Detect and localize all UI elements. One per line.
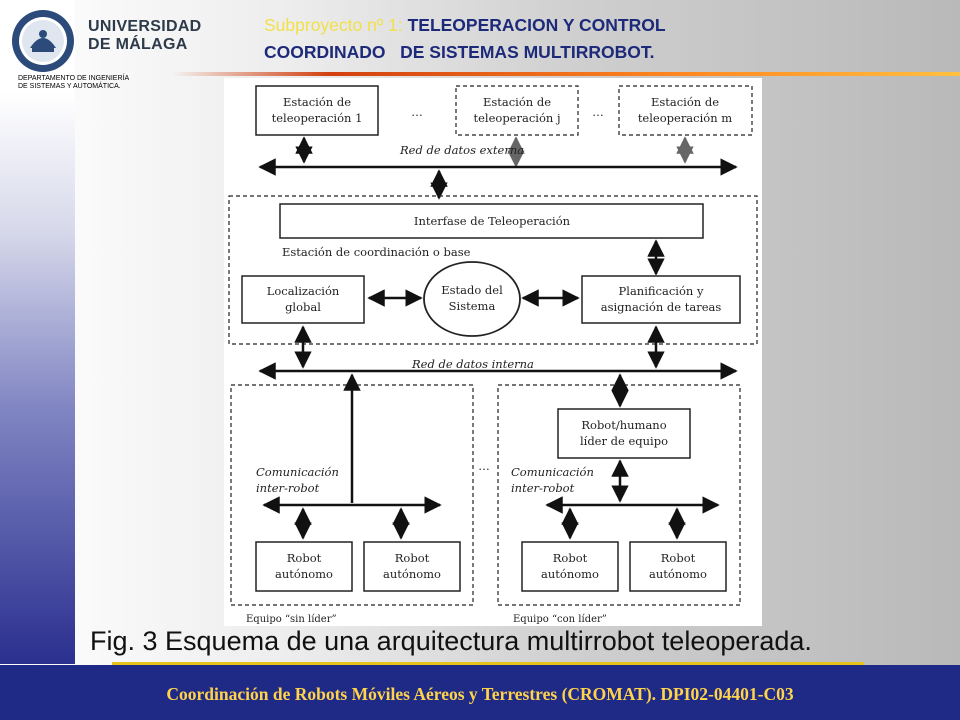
department-line1: DEPARTAMENTO DE INGENIERÍA bbox=[18, 75, 130, 82]
university-seal-icon bbox=[12, 10, 74, 72]
slide-title: Subproyecto nº 1: TELEOPERACION Y CONTRO… bbox=[264, 13, 666, 38]
robot-line2: autónomo bbox=[541, 567, 599, 581]
robot-box bbox=[255, 541, 353, 592]
ellipsis-teams: … bbox=[478, 459, 490, 473]
system-state-ellipse bbox=[423, 261, 521, 337]
interface-box bbox=[279, 203, 704, 239]
station-m-line2: teleoperación m bbox=[638, 111, 732, 125]
university-name-line2: DE MÁLAGA bbox=[88, 36, 188, 53]
interface-label: Interfase de Teleoperación bbox=[414, 214, 571, 228]
robot-box bbox=[521, 541, 619, 592]
localization-line2: global bbox=[285, 300, 321, 314]
footer-bar bbox=[0, 665, 960, 720]
station-1-box bbox=[255, 85, 379, 136]
robot-box bbox=[629, 541, 727, 592]
robot-box bbox=[363, 541, 461, 592]
caption-underline bbox=[112, 662, 864, 665]
university-name: UNIVERSIDAD DE MÁLAGA bbox=[88, 18, 202, 54]
robot-line2: autónomo bbox=[275, 567, 333, 581]
title-prefix: Subproyecto nº 1: bbox=[264, 15, 403, 35]
title-underline bbox=[172, 72, 960, 76]
team2-comm-line1: Comunicación bbox=[511, 465, 594, 479]
station-m-box bbox=[618, 85, 753, 136]
team2-comm-line2: inter-robot bbox=[511, 481, 575, 495]
figure-caption: Fig. 3 Esquema de una arquitectura multi… bbox=[90, 626, 812, 656]
localization-line1: Localización bbox=[267, 284, 340, 298]
state-line2: Sistema bbox=[449, 299, 496, 313]
title-line2: COORDINADO DE SISTEMAS MULTIRROBOT. bbox=[264, 42, 655, 62]
leader-box bbox=[557, 408, 691, 459]
localization-box bbox=[241, 275, 365, 324]
robot-line1: Robot bbox=[661, 551, 696, 565]
leader-line1: Robot/humano bbox=[581, 418, 666, 432]
team1-comm-line2: inter-robot bbox=[256, 481, 320, 495]
planning-box bbox=[581, 275, 741, 324]
title-line1: TELEOPERACION Y CONTROL bbox=[407, 15, 666, 35]
station-1-line2: teleoperación 1 bbox=[272, 111, 363, 125]
footer-text: Coordinación de Robots Móviles Aéreos y … bbox=[166, 684, 794, 704]
robot-line2: autónomo bbox=[649, 567, 707, 581]
planning-line1: Planificación y bbox=[619, 284, 704, 298]
internal-network-label: Red de datos interna bbox=[411, 357, 534, 371]
robot-line1: Robot bbox=[553, 551, 588, 565]
station-j-line2: teleoperación j bbox=[473, 111, 560, 125]
left-gradient-band bbox=[0, 0, 75, 664]
robot-line1: Robot bbox=[287, 551, 322, 565]
department-name: DEPARTAMENTO DE INGENIERÍA DE SISTEMAS Y… bbox=[18, 75, 129, 91]
team1-comm-line1: Comunicación bbox=[256, 465, 339, 479]
robot-line1: Robot bbox=[395, 551, 430, 565]
station-m-line1: Estación de bbox=[651, 95, 719, 109]
ellipsis-2: … bbox=[592, 105, 604, 119]
team-with-leader-label: Equipo “con líder” bbox=[513, 614, 607, 625]
coordination-station-box bbox=[228, 195, 758, 345]
ellipsis-1: … bbox=[411, 105, 423, 119]
team-no-leader-label: Equipo “sin líder” bbox=[246, 614, 337, 625]
station-1-line1: Estación de bbox=[283, 95, 351, 109]
robot-line2: autónomo bbox=[383, 567, 441, 581]
leader-line2: líder de equipo bbox=[580, 434, 668, 448]
station-j-line1: Estación de bbox=[483, 95, 551, 109]
station-j-box bbox=[455, 85, 579, 136]
department-line2: DE SISTEMAS Y AUTOMÁTICA. bbox=[18, 83, 121, 90]
university-name-line1: UNIVERSIDAD bbox=[88, 18, 202, 35]
external-network-label: Red de datos externa bbox=[399, 143, 524, 157]
coordination-station-label: Estación de coordinación o base bbox=[282, 245, 471, 259]
state-line1: Estado del bbox=[441, 283, 503, 297]
planning-line2: asignación de tareas bbox=[601, 300, 722, 314]
architecture-diagram: Estación de teleoperación 1 … Estación d… bbox=[224, 78, 762, 626]
